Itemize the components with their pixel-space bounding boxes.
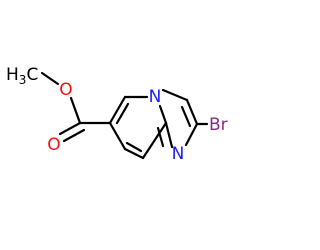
bond-c7-c6 <box>108 121 127 151</box>
bond-carbonyl-double-b <box>62 128 86 143</box>
atom-ether-oxygen: O <box>59 80 72 100</box>
bond-methyl-ether <box>40 71 60 86</box>
bond-c8a-c8 <box>141 121 168 160</box>
atom-label-group: H3C O O N N Br <box>6 65 228 164</box>
atom-methyl-carbon: C <box>26 65 38 85</box>
bond-c3-c2-inner <box>180 105 192 128</box>
bond-c6-c5-inner <box>115 102 130 125</box>
bond-carbonyl-double-a <box>58 121 82 136</box>
atom-imidazole-nitrogen: N <box>172 144 185 164</box>
bond-c6-c5 <box>108 95 127 125</box>
bond-ether-carbonyl-carbon <box>69 96 82 125</box>
atom-carbonyl-oxygen: O <box>47 135 60 155</box>
atom-bromine: Br <box>209 115 228 135</box>
bond-c8-c7 <box>123 147 145 160</box>
atom-methyl-subscript: 3 <box>19 73 27 87</box>
bond-n4-c3 <box>161 88 189 102</box>
molecule-drawing: H3C O O N N Br <box>6 65 228 164</box>
bond-c2-n1 <box>184 122 199 147</box>
bond-c8-c7-inner <box>125 141 143 153</box>
atom-methyl-label: H3C <box>6 65 38 87</box>
bond-c3-c2 <box>185 98 199 126</box>
bond-group <box>40 71 209 160</box>
bond-n1-c8a-inner <box>156 126 165 148</box>
bond-n1-c8a <box>164 121 174 149</box>
atom-methyl-hydrogen: H <box>6 65 19 85</box>
atom-bridgehead-nitrogen: N <box>149 87 162 107</box>
bond-n4-c8a <box>158 104 168 125</box>
structure-diagram: H3C O O N N Br <box>6 65 228 164</box>
